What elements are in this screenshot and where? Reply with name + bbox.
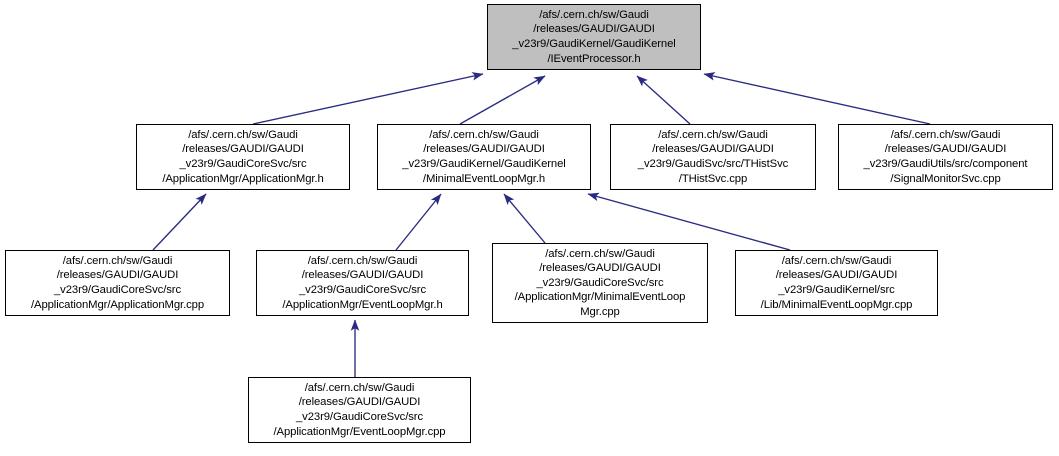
edge-thistsvc-cpp-to-ieventprocessor-h (636, 75, 691, 125)
node-label: /afs/.cern.ch/sw/Gaudi /releases/GAUDI/G… (760, 254, 913, 311)
node-label: /afs/.cern.ch/sw/Gaudi /releases/GAUDI/G… (637, 128, 789, 185)
edge-applicationmgr-cpp-to-applicationmgr-h (152, 193, 207, 251)
node-label: /afs/.cern.ch/sw/Gaudi /releases/GAUDI/G… (30, 254, 205, 311)
node-label: /afs/.cern.ch/sw/Gaudi /releases/GAUDI/G… (282, 254, 443, 311)
node-thistsvc-cpp[interactable]: /afs/.cern.ch/sw/Gaudi /releases/GAUDI/G… (610, 124, 816, 190)
node-minimaleventloopmgr-cpp-kernel[interactable]: /afs/.cern.ch/sw/Gaudi /releases/GAUDI/G… (735, 250, 938, 316)
edge-signalmonitorsvc-cpp-to-ieventprocessor-h (703, 72, 931, 125)
edge-eventloopmgr-h-to-minimaleventloopmgr-h (395, 193, 442, 251)
node-eventloopmgr-cpp[interactable]: /afs/.cern.ch/sw/Gaudi /releases/GAUDI/G… (248, 377, 471, 443)
node-applicationmgr-cpp[interactable]: /afs/.cern.ch/sw/Gaudi /releases/GAUDI/G… (5, 250, 230, 316)
edge-applicationmgr-h-to-ieventprocessor-h (252, 72, 484, 125)
node-signalmonitorsvc-cpp[interactable]: /afs/.cern.ch/sw/Gaudi /releases/GAUDI/G… (838, 124, 1053, 190)
edge-minimaleventloopmgr-h-to-ieventprocessor-h (459, 75, 546, 125)
node-label: /afs/.cern.ch/sw/Gaudi /releases/GAUDI/G… (514, 247, 686, 318)
node-label: /afs/.cern.ch/sw/Gaudi /releases/GAUDI/G… (863, 128, 1028, 185)
node-label: /afs/.cern.ch/sw/Gaudi /releases/GAUDI/G… (512, 8, 676, 65)
node-label: /afs/.cern.ch/sw/Gaudi /releases/GAUDI/G… (273, 381, 446, 438)
node-label: /afs/.cern.ch/sw/Gaudi /releases/GAUDI/G… (402, 128, 566, 185)
node-minimaleventloopmgr-h[interactable]: /afs/.cern.ch/sw/Gaudi /releases/GAUDI/G… (377, 124, 591, 190)
edge-minimaleventloopmgr-cpp-kernel-to-minimaleventloopmgr-h (587, 192, 791, 251)
node-ieventprocessor-h[interactable]: /afs/.cern.ch/sw/Gaudi /releases/GAUDI/G… (487, 4, 701, 70)
edge-minimaleventloopmgr-cpp-coresvc-to-minimaleventloopmgr-h (503, 193, 546, 244)
node-label: /afs/.cern.ch/sw/Gaudi /releases/GAUDI/G… (162, 128, 324, 185)
node-applicationmgr-h[interactable]: /afs/.cern.ch/sw/Gaudi /releases/GAUDI/G… (136, 124, 350, 190)
node-eventloopmgr-h[interactable]: /afs/.cern.ch/sw/Gaudi /releases/GAUDI/G… (256, 250, 469, 316)
node-minimaleventloopmgr-cpp-coresvc[interactable]: /afs/.cern.ch/sw/Gaudi /releases/GAUDI/G… (492, 243, 708, 323)
